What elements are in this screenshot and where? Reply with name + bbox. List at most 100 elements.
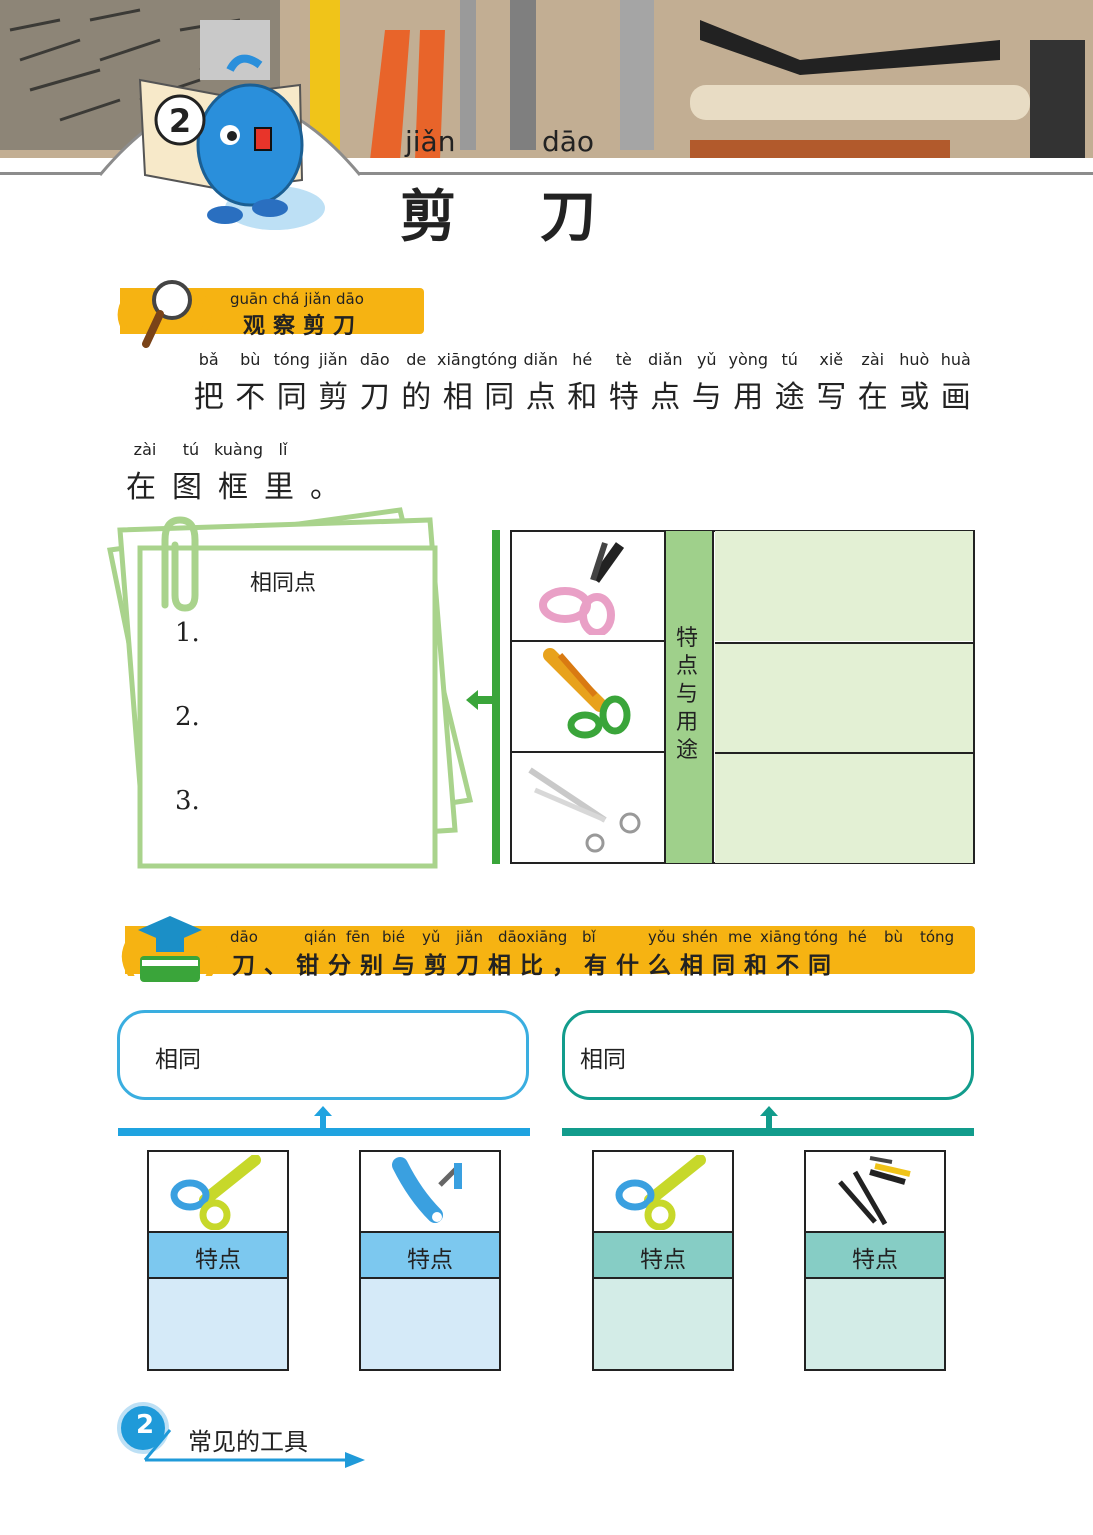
knife-icon <box>392 1157 462 1223</box>
note-card-stack <box>107 507 474 869</box>
pinyin-syllable: dāo <box>498 928 526 946</box>
compare-left-card-1-answer[interactable] <box>149 1279 287 1369</box>
chapter-title: 常见的工具 <box>188 1428 308 1456</box>
hanzi-char: 框 <box>218 470 248 505</box>
title-char-2: 刀 <box>540 184 596 250</box>
green-bracket <box>492 530 500 864</box>
pinyin-syllable: zài <box>133 440 157 459</box>
arrow-left-icon <box>466 690 496 710</box>
compare-left-card-2-answer[interactable] <box>361 1279 499 1369</box>
compare-right-card-2-label-bg <box>806 1231 944 1279</box>
compare-left-card-2-label: 特点 <box>407 1247 453 1273</box>
page-number: 2 <box>135 1410 155 1440</box>
pinyin-syllable: yǔ <box>422 928 441 946</box>
hanzi-char: 。 <box>310 470 340 505</box>
svg-text:(: ( <box>114 289 133 338</box>
hanzi-char: 写 <box>816 380 847 415</box>
pinyin-syllable: yǒu <box>648 928 676 946</box>
feature-answer-1[interactable] <box>715 531 973 641</box>
pinyin-syllable: dāo <box>359 350 390 369</box>
pinyin-syllable: tú <box>182 440 200 459</box>
hanzi-char: 或 <box>899 380 930 415</box>
hanzi-char: 在 <box>126 470 156 505</box>
hanzi-char: 同 <box>484 380 515 415</box>
compare-right-same-label: 相同 <box>580 1047 626 1073</box>
compare-right-same-box[interactable] <box>562 1010 974 1100</box>
row-divider <box>511 640 665 642</box>
compare-right-card-1-answer[interactable] <box>594 1279 732 1369</box>
pinyin-syllable: diǎn <box>647 350 683 369</box>
pinyin-syllable: tóng <box>273 350 310 369</box>
pinyin-syllable: hé <box>848 928 867 946</box>
pinyin-syllable: jiǎn <box>456 928 484 946</box>
pinyin-syllable: de <box>406 350 427 369</box>
section1-pinyin: guān chá jiǎn dāo <box>230 290 364 308</box>
graduation-cap-icon: ( ) <box>118 916 218 982</box>
compare-left-same-box[interactable] <box>117 1010 529 1100</box>
hanzi-char: 剪 <box>318 380 349 415</box>
pinyin-syllable: xiāng <box>437 350 482 369</box>
craft-scissors-icon <box>615 1155 706 1230</box>
compare-left-bar <box>118 1128 530 1136</box>
hanzi-char: 的 <box>401 380 432 415</box>
hanzi-char: 画 <box>940 380 971 415</box>
compare-right-card-1-label: 特点 <box>640 1247 686 1273</box>
section1-title: 观察剪刀 <box>243 314 364 339</box>
pinyin-syllable: fēn <box>346 928 371 946</box>
craft-scissors-icon <box>170 1155 261 1230</box>
compare-right-card-2-answer[interactable] <box>806 1279 944 1369</box>
feature-side-text: 特点与用途 <box>676 625 706 765</box>
hanzi-char: 用 <box>733 380 764 415</box>
note-item-1: 1. <box>175 618 200 648</box>
side-label-char: 点 <box>676 654 699 679</box>
note-item-3: 3. <box>175 786 200 816</box>
mascot-icon: 2 <box>138 54 304 224</box>
hanzi-char: 同 <box>276 380 307 415</box>
pinyin-syllable: yǔ <box>696 350 717 369</box>
pinyin-syllable: hé <box>572 350 593 369</box>
pliers-icon <box>838 1156 911 1226</box>
footer-badge <box>117 1402 365 1468</box>
tools-photo <box>0 0 1093 170</box>
hanzi-char: 里 <box>264 470 294 505</box>
pinyin-syllable: zài <box>861 350 885 369</box>
title-pinyin-1: jiǎn <box>405 125 456 158</box>
pinyin-syllable: tóng <box>481 350 518 369</box>
svg-text:): ) <box>202 930 218 981</box>
pinyin-syllable: tè <box>615 350 632 369</box>
feature-answer-3[interactable] <box>715 752 973 863</box>
compare-right-card-2-label: 特点 <box>852 1247 898 1273</box>
pinyin-syllable: bù <box>240 350 261 369</box>
hanzi-char: 点 <box>650 380 681 415</box>
pinyin-syllable: diǎn <box>523 350 559 369</box>
hanzi-char: 在 <box>857 380 888 415</box>
instruction-line2-text: 在图框里。 <box>118 462 340 505</box>
hanzi-char: 刀 <box>359 380 390 415</box>
row-divider <box>511 751 665 753</box>
pinyin-syllable: bié <box>382 928 405 946</box>
hanzi-char: 图 <box>172 470 202 505</box>
note-heading: 相同点 <box>250 571 317 596</box>
pinyin-syllable: bǐ <box>582 928 596 946</box>
svg-text:(: ( <box>118 930 138 981</box>
pinyin-syllable: tú <box>781 350 798 369</box>
title-pinyin-2: dāo <box>542 125 595 158</box>
side-label-char: 与 <box>676 682 699 707</box>
pinyin-syllable: bù <box>884 928 904 946</box>
pinyin-syllable: dāo <box>230 928 258 946</box>
compare-right-card-2 <box>804 1150 946 1371</box>
svg-text:): ) <box>196 289 214 338</box>
compare-left-card-1-label: 特点 <box>195 1247 241 1273</box>
pinyin-syllable: huò <box>899 350 930 369</box>
pink-scissors-icon <box>539 542 625 635</box>
compare-right-bar <box>562 1128 974 1136</box>
hanzi-char: 不 <box>235 380 266 415</box>
arrow-up-icon <box>760 1106 778 1130</box>
feature-answer-2[interactable] <box>715 642 973 752</box>
compare-left-card-2 <box>359 1150 501 1371</box>
pinyin-syllable: me <box>728 928 752 946</box>
pinyin-syllable: xiāng <box>760 928 802 946</box>
